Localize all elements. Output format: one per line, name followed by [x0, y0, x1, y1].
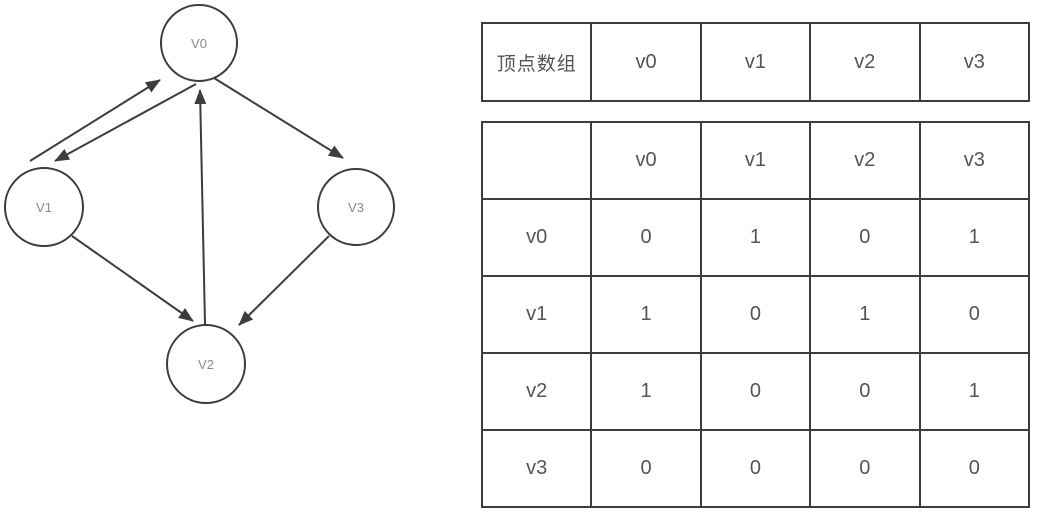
matrix-row-header-v1: v1: [480, 275, 593, 354]
node-label-v1: V1: [36, 200, 52, 215]
graph-node-v0: [160, 4, 238, 82]
matrix-cell-v3-v1: 0: [699, 429, 812, 508]
edge-v1-to-v0: [29, 79, 161, 162]
node-label-v3: V3: [348, 200, 364, 215]
matrix-corner-cell: [480, 121, 593, 200]
matrix-row-header-v0: v0: [480, 198, 593, 277]
table-row: 顶点数组 v0 v1 v2 v3: [480, 22, 1031, 102]
matrix-row-v0: v0 0 1 0 1: [480, 198, 1031, 277]
vertex-array-cell-v2: v2: [809, 22, 921, 102]
matrix-cell-v0-v1: 1: [699, 198, 812, 277]
matrix-cell-v0-v2: 0: [809, 198, 921, 277]
matrix-cell-v2-v0: 1: [590, 352, 702, 431]
vertex-array-table: 顶点数组 v0 v1 v2 v3: [480, 22, 1031, 102]
matrix-col-header-v1: v1: [699, 121, 812, 200]
edge-v0-to-v3: [213, 77, 344, 159]
directed-graph: V0 V1 V3 V2: [4, 4, 395, 404]
matrix-cell-v1-v1: 0: [699, 275, 812, 354]
matrix-row-v3: v3 0 0 0 0: [480, 429, 1031, 508]
graph-node-v3: [317, 168, 395, 246]
node-label-v2: V2: [198, 357, 214, 372]
graph-node-v2: [166, 324, 246, 404]
matrix-cell-v2-v1: 0: [699, 352, 812, 431]
matrix-row-v1: v1 1 0 1 0: [480, 275, 1031, 354]
matrix-col-header-v2: v2: [809, 121, 921, 200]
matrix-cell-v2-v2: 0: [809, 352, 921, 431]
matrix-cell-v1-v3: 0: [918, 275, 1031, 354]
edge-v3-to-v2: [238, 235, 330, 326]
matrix-header-row: v0 v1 v2 v3: [480, 121, 1031, 200]
matrix-cell-v3-v3: 0: [918, 429, 1031, 508]
node-label-v0: V0: [191, 36, 207, 51]
edge-v0-to-v1: [54, 83, 197, 162]
matrix-cell-v3-v0: 0: [590, 429, 702, 508]
matrix-cell-v0-v3: 1: [918, 198, 1031, 277]
adjacency-matrix-table: v0 v1 v2 v3 v0 0 1 0 1 v1 1 0 1 0 v2 1 0…: [480, 121, 1031, 508]
matrix-cell-v2-v3: 1: [918, 352, 1031, 431]
matrix-cell-v1-v2: 1: [809, 275, 921, 354]
vertex-array-cell-v0: v0: [590, 22, 702, 102]
vertex-array-header-cell: 顶点数组: [480, 22, 593, 102]
matrix-col-header-v3: v3: [918, 121, 1031, 200]
matrix-cell-v1-v0: 1: [590, 275, 702, 354]
matrix-col-header-v0: v0: [590, 121, 702, 200]
vertex-array-cell-v3: v3: [918, 22, 1031, 102]
vertex-array-cell-v1: v1: [699, 22, 812, 102]
matrix-row-header-v3: v3: [480, 429, 593, 508]
edge-v2-to-v0: [194, 89, 207, 325]
matrix-row-v2: v2 1 0 0 1: [480, 352, 1031, 431]
matrix-row-header-v2: v2: [480, 352, 593, 431]
matrix-cell-v3-v2: 0: [809, 429, 921, 508]
edge-v1-to-v2: [71, 235, 194, 322]
graph-node-v1: [4, 167, 84, 247]
matrix-cell-v0-v0: 0: [590, 198, 702, 277]
